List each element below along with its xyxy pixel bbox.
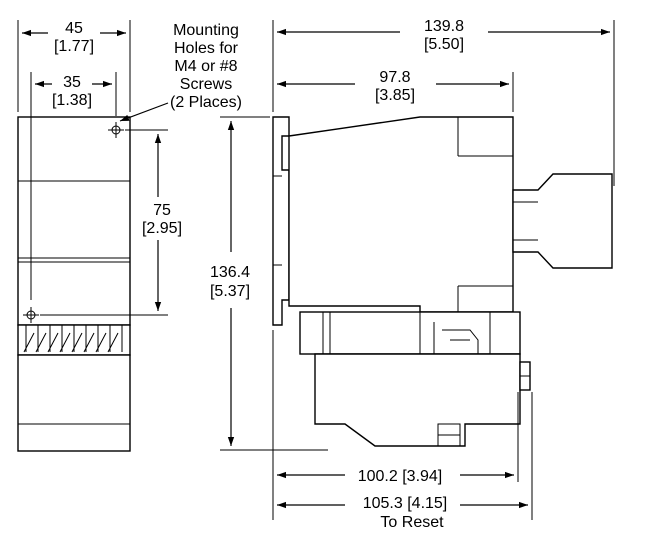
front-view-body	[17, 116, 131, 326]
dim-width-45-mm: 45	[65, 20, 83, 37]
dim-depth-105-3-note: To Reset	[380, 514, 444, 531]
svg-text:Mounting: Mounting	[173, 22, 239, 39]
dim-depth-97-8-mm: 97.8	[379, 69, 410, 86]
dim-depth-100-2: 100.2 [3.94]	[272, 330, 519, 520]
dim-depth-139-8-in: [5.50]	[424, 36, 464, 53]
mounting-hole-icon	[23, 307, 39, 323]
dim-height-75-mm: 75	[153, 202, 171, 219]
dim-width-45-in: [1.77]	[54, 38, 94, 55]
dim-width-35-mm: 35	[63, 74, 81, 91]
side-view-overload-relay	[314, 353, 521, 447]
side-view-contactor-body	[288, 116, 514, 313]
dim-width-35-in: [1.38]	[52, 92, 92, 109]
dim-width-35: 35 [1.38]	[30, 72, 117, 300]
front-view	[17, 102, 169, 452]
dim-height-75-in: [2.95]	[142, 220, 182, 237]
dim-height-136-4-mm: 136.4	[210, 264, 250, 281]
dim-width-45: 45 [1.77]	[17, 20, 131, 112]
side-view	[272, 116, 613, 447]
svg-text:M4 or #8: M4 or #8	[174, 58, 237, 75]
dim-depth-97-8-in: [3.85]	[375, 87, 415, 104]
svg-text:Holes for: Holes for	[174, 40, 239, 57]
svg-text:(2 Places): (2 Places)	[170, 94, 242, 111]
dim-height-75: 75 [2.95]	[40, 129, 182, 316]
dim-depth-105-3: 105.3 [4.15] To Reset	[277, 392, 533, 531]
side-view-mounting-bracket	[272, 116, 290, 326]
dim-depth-97-8: 97.8 [3.85]	[277, 69, 514, 112]
dim-depth-105-3-label: 105.3 [4.15]	[363, 495, 448, 512]
mounting-holes-note: Mounting Holes for M4 or #8 Screws (2 Pl…	[170, 22, 242, 111]
mounting-hole-icon	[108, 122, 124, 138]
dim-depth-139-8: 139.8 [5.50]	[272, 18, 615, 186]
dim-depth-139-8-mm: 139.8	[424, 18, 464, 35]
front-view-overload-relay	[17, 354, 131, 452]
side-view-actuator	[512, 173, 613, 269]
dim-depth-100-2-label: 100.2 [3.94]	[358, 468, 443, 485]
dim-height-136-4-in: [5.37]	[210, 283, 250, 300]
svg-text:Screws: Screws	[180, 76, 232, 93]
dim-height-136-4: 136.4 [5.37]	[210, 116, 328, 451]
front-view-terminals	[17, 324, 131, 356]
